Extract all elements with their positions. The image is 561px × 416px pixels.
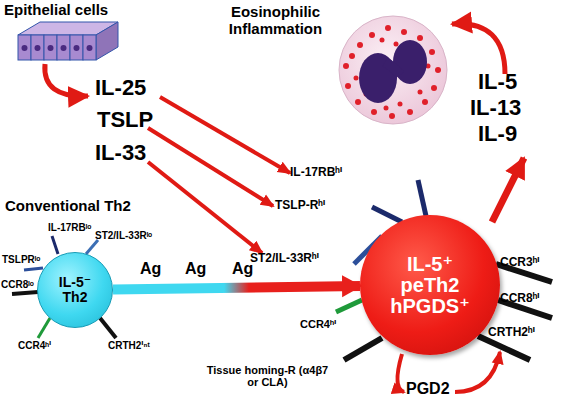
curved-arrow (397, 354, 404, 392)
mediator-label: PGD2 (406, 380, 466, 398)
receptor-sticks-part (372, 207, 402, 222)
curved-arrow (455, 352, 500, 392)
signal-arrow (148, 162, 262, 253)
cytokine-label: IL-25 (95, 76, 175, 100)
receptor-label: CCR3ʰⁱ (500, 256, 560, 269)
epithelium-illustration-part (57, 35, 70, 60)
epithelium-illustration-part (35, 45, 41, 51)
receptor-sticks-part (52, 236, 58, 254)
epithelium-illustration-part (70, 35, 83, 60)
receptor-label: IL-17RBʰⁱ (290, 166, 380, 179)
eosinophil-illustration (339, 16, 447, 124)
receptor-sticks-part (336, 300, 362, 312)
receptor-label: ST2/IL-33Rʰⁱ (250, 252, 360, 265)
epithelium-illustration-part (83, 35, 96, 60)
eosinophil-illustration-part (394, 42, 399, 47)
eosinophil-illustration-part (431, 85, 437, 91)
antigen-label: Ag (185, 260, 215, 278)
signal-arrow (160, 97, 290, 173)
antigen-label: Ag (140, 260, 170, 278)
receptor-sticks-part (24, 268, 43, 270)
epithelium-illustration (18, 22, 118, 60)
antigen-label: Ag (232, 260, 262, 278)
curved-arrow (45, 64, 88, 96)
eosinophil-illustration-part (339, 16, 447, 124)
figure-label: Epithelial cells (4, 2, 154, 19)
eosinophil-illustration-part (418, 90, 423, 95)
cell-name: IL-5⁺ peTh2 hPGDS⁺ (385, 254, 475, 317)
cytokine-label: IL-9 (478, 122, 548, 146)
eosinophil-illustration-part (369, 32, 375, 38)
epithelium-illustration-part (74, 45, 80, 51)
secretion-arrow (492, 158, 524, 222)
eosinophil-illustration-part (355, 99, 361, 105)
receptor-label: TSLP-Rʰⁱ (275, 199, 355, 212)
receptor-label: CRTH2ⁱⁿᵗ (108, 340, 168, 351)
cytokine-label: IL-33 (95, 141, 175, 165)
receptor-sticks-part (86, 240, 98, 254)
figure-label: Eosinophilic Inflammation (213, 4, 338, 37)
receptor-sticks-part (418, 180, 426, 216)
receptor-label: ST2/IL-33Rˡᵒ (95, 230, 175, 241)
receptor-sticks-part (478, 336, 530, 360)
cytokine-label: TSLP (97, 108, 177, 132)
signal-arrow (148, 128, 273, 206)
epithelium-illustration-part (48, 45, 54, 51)
peth2-cell: IL-5⁺ peTh2 hPGDS⁺ (360, 215, 500, 355)
epithelium-illustration-part (96, 22, 118, 60)
cell-name: IL-5⁻ Th2 (50, 275, 100, 304)
eosinophil-illustration-part (389, 113, 395, 119)
epithelium-illustration-part (61, 45, 67, 51)
receptor-label: CCR4ʰⁱ (300, 318, 360, 330)
curved-arrow (452, 24, 505, 74)
eosinophil-illustration-part (401, 29, 407, 35)
eosinophil-illustration-part (435, 67, 441, 73)
conventional-th2-cell: IL-5⁻ Th2 (37, 252, 113, 328)
eosinophil-illustration-part (398, 102, 403, 107)
eosinophil-illustration-part (385, 25, 391, 31)
eosinophil-illustration-part (357, 42, 363, 48)
eosinophil-illustration-part (380, 38, 385, 43)
receptor-label: CCR8ʰⁱ (500, 292, 560, 305)
eosinophil-illustration-part (371, 109, 377, 115)
epithelium-illustration-part (18, 35, 31, 60)
receptor-sticks-part (100, 318, 116, 338)
cell-label: Conventional Th2 (5, 198, 165, 215)
receptor-sticks-part (38, 318, 50, 338)
receptor-label: Tissue homing-R (α4β7 or CLA) (200, 364, 335, 388)
eosinophil-illustration-part (345, 83, 351, 89)
eosinophil-illustration-part (429, 49, 435, 55)
eosinophil-illustration-part (343, 63, 349, 69)
receptor-label: CRTH2ʰⁱ (488, 326, 558, 339)
cytokine-label: IL-5 (478, 70, 548, 94)
epithelium-illustration-part (31, 35, 44, 60)
cytokine-label: IL-13 (470, 96, 550, 120)
eosinophil-illustration-part (417, 35, 423, 41)
eosinophil-illustration-part (384, 106, 389, 111)
eosinophil-illustration-part (385, 62, 400, 75)
epithelium-illustration-part (22, 45, 28, 51)
eosinophil-illustration-part (393, 40, 427, 84)
epithelium-illustration-part (87, 45, 93, 51)
receptor-sticks-part (344, 338, 382, 360)
eosinophil-illustration-part (422, 99, 428, 105)
receptor-sticks-part (12, 292, 38, 294)
eosinophil-illustration-part (407, 109, 413, 115)
epithelium-illustration-part (44, 35, 57, 60)
antigen-arrow (113, 286, 360, 289)
eosinophil-illustration-part (354, 76, 359, 81)
receptor-label: CCR4ʰⁱ (18, 340, 78, 351)
eosinophil-illustration-part (349, 53, 355, 59)
